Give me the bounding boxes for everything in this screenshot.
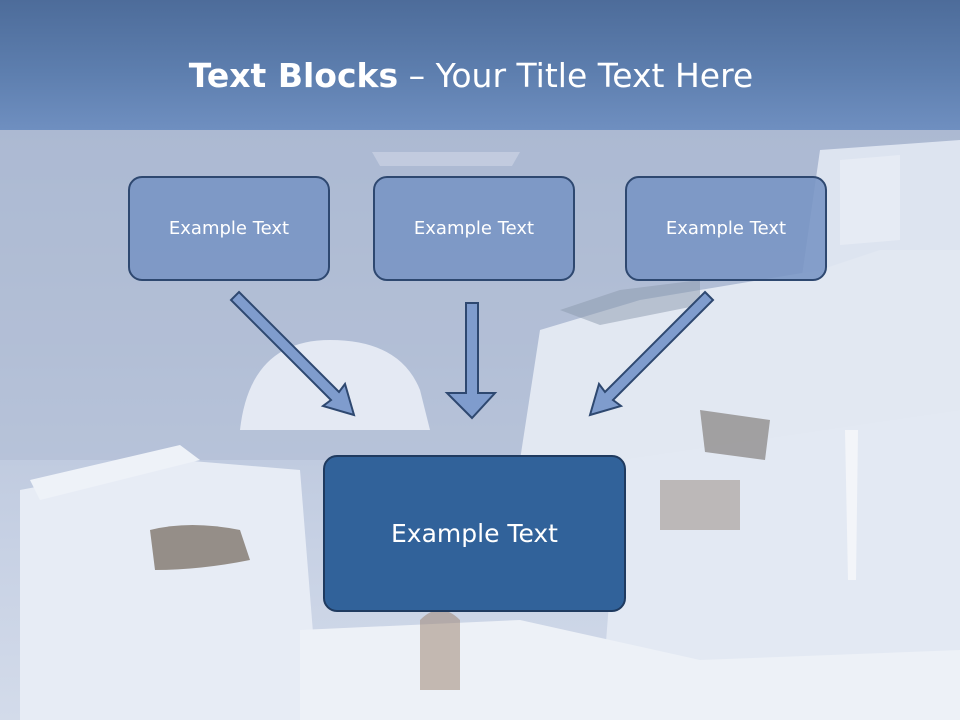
- slide-title: Text Blocks – Your Title Text Here: [0, 54, 942, 98]
- arrow-left: [229, 290, 356, 417]
- main-text-block[interactable]: Example Text: [323, 455, 626, 612]
- text-block-3-label: Example Text: [665, 218, 787, 239]
- text-block-2[interactable]: Example Text: [373, 176, 575, 281]
- text-block-3[interactable]: Example Text: [625, 176, 827, 281]
- text-block-1-label: Example Text: [168, 218, 290, 239]
- main-text-block-label: Example Text: [391, 519, 558, 548]
- title-bar: Text Blocks – Your Title Text Here: [0, 0, 960, 130]
- arrow-center: [444, 302, 498, 420]
- text-block-2-label: Example Text: [413, 218, 535, 239]
- arrow-right: [588, 290, 715, 417]
- text-block-1[interactable]: Example Text: [128, 176, 330, 281]
- title-rest: – Your Title Text Here: [398, 56, 754, 95]
- title-bold: Text Blocks: [188, 56, 399, 95]
